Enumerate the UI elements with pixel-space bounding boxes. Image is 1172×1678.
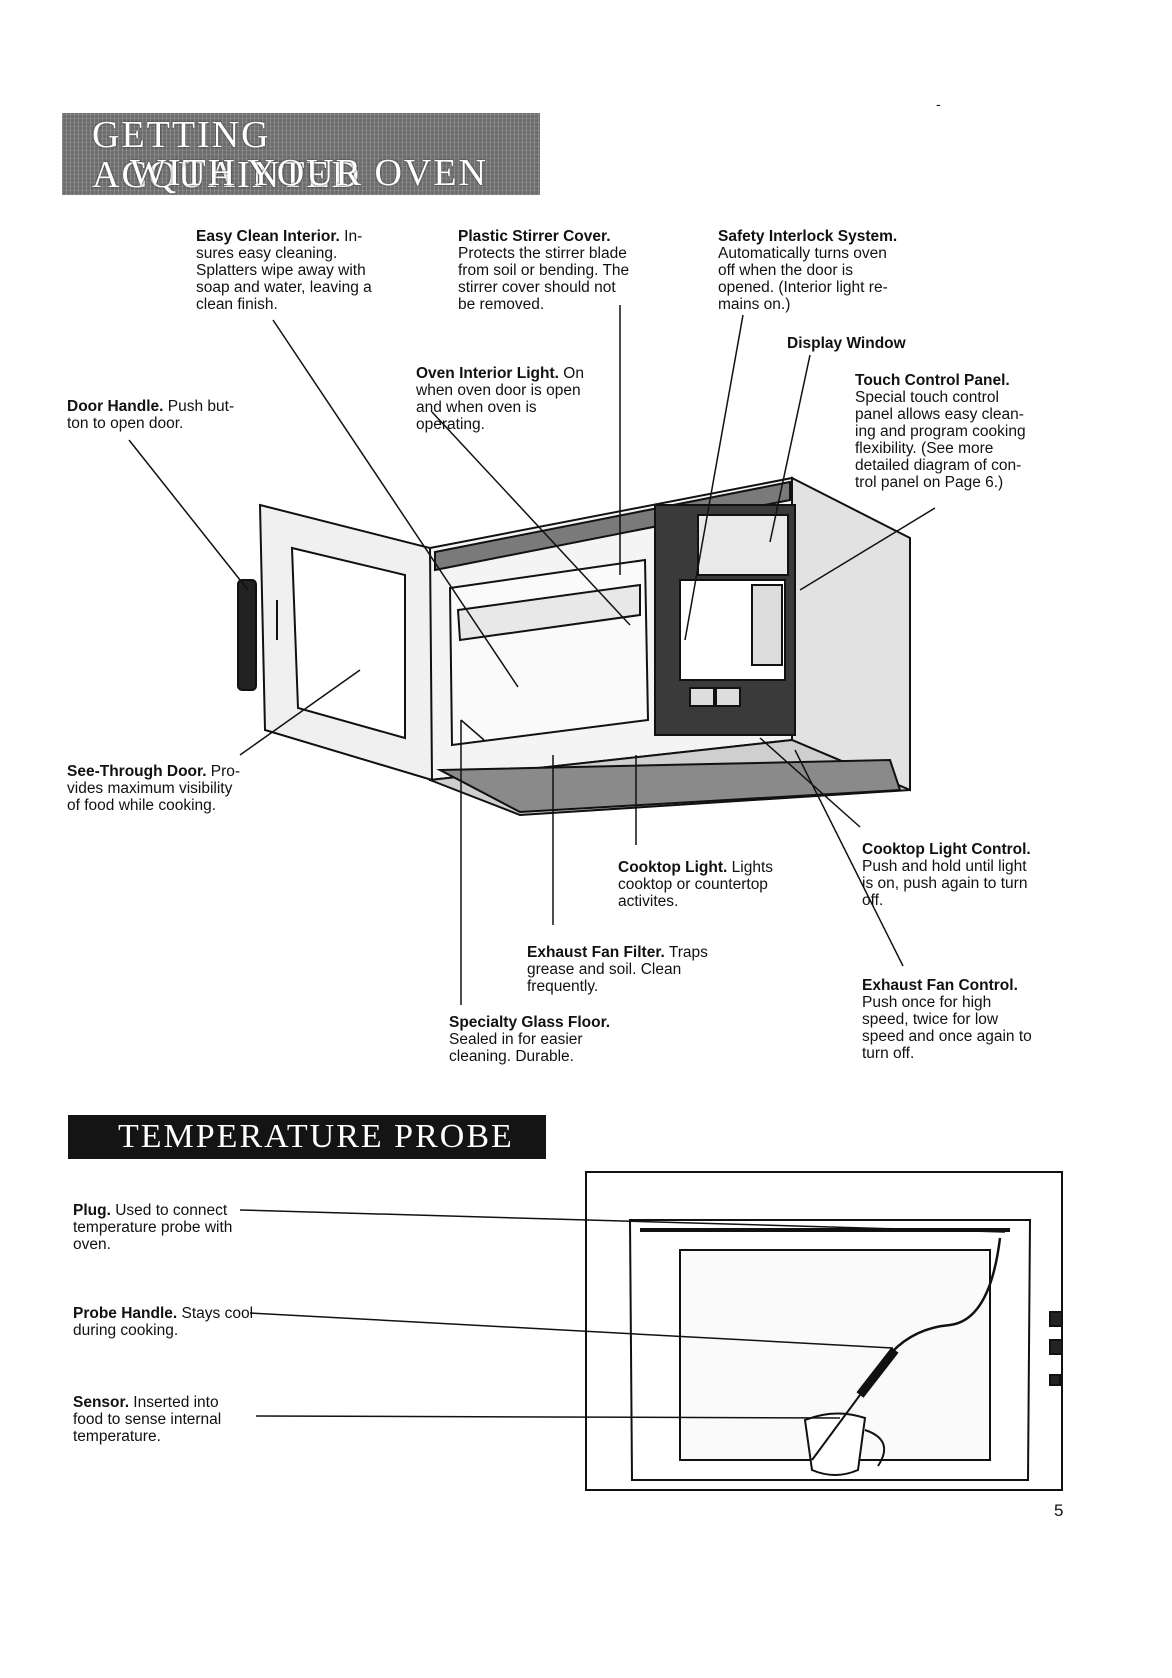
- banner-title-line1: Getting Acquainted: [92, 114, 362, 196]
- label-title: Cooktop Light.: [618, 859, 728, 876]
- label-title: Door Handle.: [67, 398, 164, 415]
- label-exhaust-fan-control: Exhaust Fan Control. Push once for high …: [862, 977, 1032, 1062]
- label-title: Safety Interlock System.: [718, 228, 898, 245]
- label-body: Special touch control panel allows easy …: [855, 389, 1026, 491]
- label-title: Plug.: [73, 1202, 111, 1219]
- label-title: Plastic Stirrer Cover.: [458, 228, 611, 245]
- label-body: Push but- ton to open door.: [67, 398, 235, 432]
- label-title: Probe Handle.: [73, 1305, 178, 1322]
- banner-title-line2: With Your Oven: [130, 152, 488, 194]
- label-plug: Plug. Used to connect temperature probe …: [73, 1202, 232, 1253]
- label-title: Touch Control Panel.: [855, 372, 1010, 389]
- label-sensor: Sensor. Inserted into food to sense inte…: [73, 1394, 221, 1445]
- label-safety-interlock: Safety Interlock System. Automatically t…: [718, 228, 897, 313]
- label-title: Cooktop Light Control.: [862, 841, 1031, 858]
- label-oven-interior-light: Oven Interior Light. On when oven door i…: [416, 365, 584, 433]
- label-display-window: Display Window: [787, 335, 906, 352]
- label-body: Automatically turns oven off when the do…: [718, 245, 888, 313]
- label-body: Used to connect temperature probe with o…: [73, 1202, 233, 1253]
- label-title: Exhaust Fan Control.: [862, 977, 1018, 994]
- section-banner-getting-acquainted: Getting Acquainted With Your Oven: [62, 113, 540, 195]
- label-plastic-stirrer-cover: Plastic Stirrer Cover. Protects the stir…: [458, 228, 629, 313]
- label-body: Protects the stirrer blade from soil or …: [458, 245, 630, 313]
- label-door-handle: Door Handle. Push but- ton to open door.: [67, 398, 234, 432]
- label-body: In- sures easy cleaning. Splatters wipe …: [196, 228, 372, 313]
- label-title: Sensor.: [73, 1394, 129, 1411]
- label-body: Lights cooktop or countertop activites.: [618, 859, 774, 910]
- label-title: See-Through Door.: [67, 763, 207, 780]
- label-body: Sealed in for easier cleaning. Durable.: [449, 1031, 583, 1065]
- label-title: Exhaust Fan Filter.: [527, 944, 665, 961]
- label-body: Stays cool during cooking.: [73, 1305, 254, 1339]
- label-specialty-glass-floor: Specialty Glass Floor. Sealed in for eas…: [449, 1014, 610, 1065]
- label-title: Oven Interior Light.: [416, 365, 559, 382]
- label-body: Inserted into food to sense internal tem…: [73, 1394, 222, 1445]
- section-banner-temperature-probe: Temperature Probe: [68, 1115, 546, 1159]
- label-body: Push once for high speed, twice for low …: [862, 994, 1032, 1062]
- label-touch-control-panel: Touch Control Panel. Special touch contr…: [855, 372, 1026, 491]
- label-cooktop-light: Cooktop Light. Lights cooktop or counter…: [618, 859, 773, 910]
- corner-mark: -: [936, 96, 941, 112]
- label-title: Display Window: [787, 335, 906, 352]
- label-probe-handle: Probe Handle. Stays cool during cooking.: [73, 1305, 253, 1339]
- page-number: 5: [1054, 1501, 1064, 1520]
- label-exhaust-fan-filter: Exhaust Fan Filter. Traps grease and soi…: [527, 944, 708, 995]
- label-see-through-door: See-Through Door. Pro- vides maximum vis…: [67, 763, 240, 814]
- label-body: Pro- vides maximum visibility of food wh…: [67, 763, 241, 814]
- label-title: Easy Clean Interior.: [196, 228, 340, 245]
- label-body: On when oven door is open and when oven …: [416, 365, 584, 433]
- label-title: Specialty Glass Floor.: [449, 1014, 611, 1031]
- label-body: Traps grease and soil. Clean frequently.: [527, 944, 708, 995]
- label-body: Push and hold until light is on, push ag…: [862, 858, 1028, 909]
- label-cooktop-light-control: Cooktop Light Control. Push and hold unt…: [862, 841, 1031, 909]
- label-easy-clean-interior: Easy Clean Interior. In- sures easy clea…: [196, 228, 372, 313]
